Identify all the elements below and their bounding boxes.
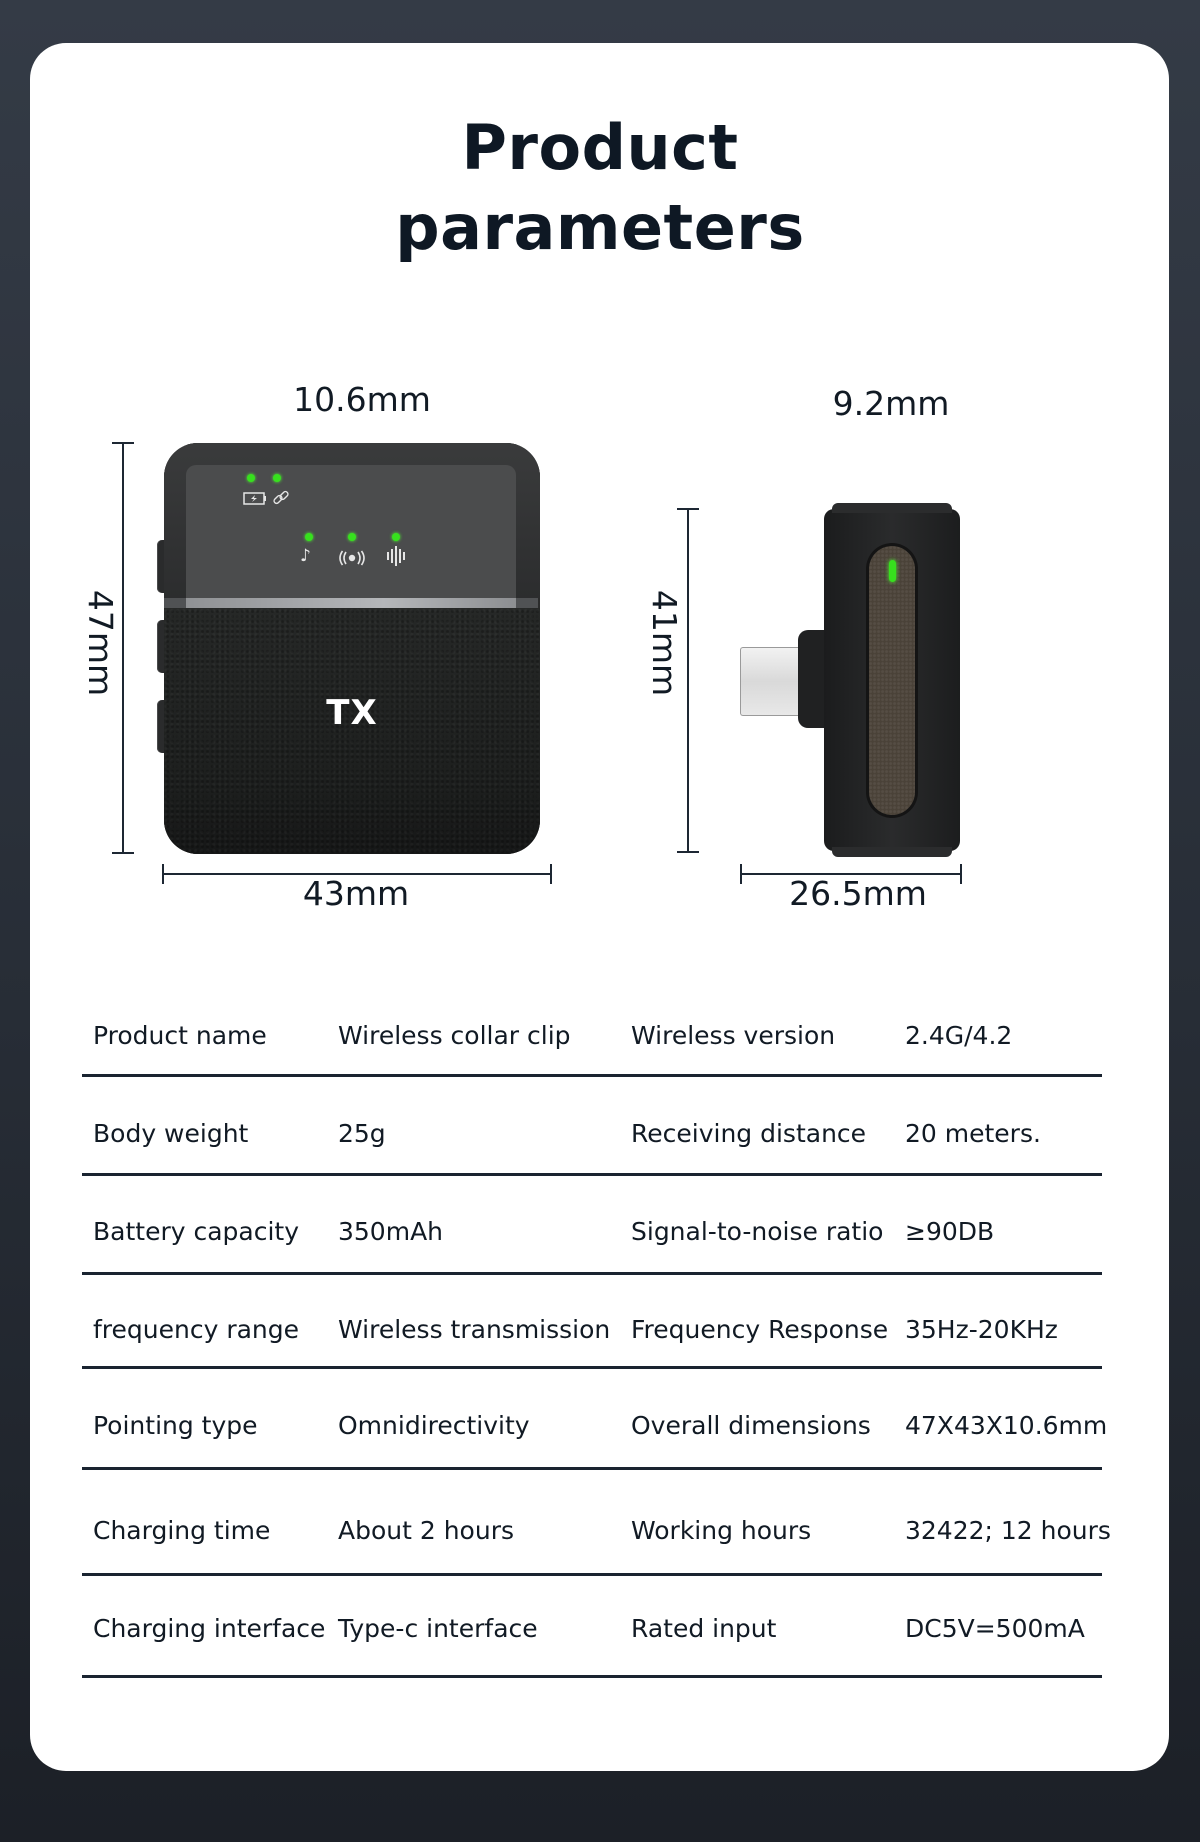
spec-card — [30, 43, 1169, 1771]
tx-side-button-3 — [157, 700, 166, 753]
spec-value: Wireless transmission — [338, 1315, 611, 1344]
row-divider — [82, 1467, 1102, 1470]
rx-width-tick-left — [740, 864, 742, 884]
tx-height-label: 47mm — [81, 589, 120, 697]
rx-height-tick-bottom — [677, 851, 699, 853]
rx-bottom-cap — [832, 847, 952, 857]
spec-label: Rated input — [631, 1614, 777, 1643]
spec-label: Wireless version — [631, 1021, 836, 1050]
spec-value: 47X43X10.6mm — [905, 1411, 1108, 1440]
tx-side-button-1 — [157, 540, 166, 593]
spec-value: Omnidirectivity — [338, 1411, 530, 1440]
tx-depth-label: 10.6mm — [293, 380, 431, 419]
tx-height-tick-bottom — [112, 852, 134, 854]
row-divider — [82, 1366, 1102, 1369]
rx-width-label: 26.5mm — [789, 874, 927, 913]
spec-label: Signal-to-noise ratio — [631, 1217, 884, 1246]
row-divider — [82, 1173, 1102, 1176]
spec-value: About 2 hours — [338, 1516, 515, 1545]
tx-led-link — [273, 474, 281, 482]
tx-width-tick-right — [550, 864, 552, 884]
rx-height-tick-top — [677, 508, 699, 510]
spec-value: 25g — [338, 1119, 386, 1148]
spec-label: Body weight — [93, 1119, 249, 1148]
tx-label: TX — [326, 693, 378, 733]
spec-label: Overall dimensions — [631, 1411, 871, 1440]
spec-label: Frequency Response — [631, 1315, 889, 1344]
spec-label: Receiving distance — [631, 1119, 867, 1148]
row-divider — [82, 1074, 1102, 1077]
audio-wave-icon — [387, 546, 405, 566]
spec-label: Charging interface — [93, 1614, 326, 1643]
spec-value: Wireless collar clip — [338, 1021, 571, 1050]
rx-width-dimension-line — [740, 873, 962, 875]
broadcast-icon — [339, 550, 365, 566]
tx-width-label: 43mm — [302, 874, 410, 913]
tx-width-dimension-line — [163, 873, 552, 875]
tx-stripe-left — [164, 598, 186, 608]
rx-height-label: 41mm — [645, 589, 684, 697]
spec-label: Charging time — [93, 1516, 271, 1545]
row-divider — [82, 1573, 1102, 1576]
page-title-line-1: Product — [461, 111, 739, 184]
rx-leather-strip — [869, 546, 915, 815]
tx-led-broadcast — [348, 533, 356, 541]
tx-indicator-panel — [186, 465, 516, 598]
usb-c-connector — [740, 647, 801, 716]
spec-label: Working hours — [631, 1516, 812, 1545]
rx-height-dimension-line — [687, 509, 689, 853]
spec-value: Type-c interface — [338, 1614, 538, 1643]
row-divider — [82, 1675, 1102, 1678]
spec-value: DC5V=500mA — [905, 1614, 1085, 1643]
rx-status-led — [889, 560, 896, 582]
tx-transmitter-device: TX — [164, 443, 540, 854]
tx-side-button-2 — [157, 620, 166, 673]
spec-value: 35Hz-20KHz — [905, 1315, 1058, 1344]
rx-depth-label: 9.2mm — [832, 384, 950, 423]
tx-led-battery — [247, 474, 255, 482]
tx-led-music — [305, 533, 313, 541]
row-divider — [82, 1272, 1102, 1275]
tx-height-tick-top — [112, 442, 134, 444]
tx-metal-stripe — [186, 598, 516, 608]
spec-label: Pointing type — [93, 1411, 258, 1440]
spec-label: Product name — [93, 1021, 267, 1050]
tx-width-tick-left — [162, 864, 164, 884]
spec-value: 32422; 12 hours — [905, 1516, 1111, 1545]
spec-label: frequency range — [93, 1315, 300, 1344]
tx-led-audio — [392, 533, 400, 541]
spec-label: Battery capacity — [93, 1217, 300, 1246]
spec-value: 2.4G/4.2 — [905, 1021, 1013, 1050]
tx-height-dimension-line — [122, 443, 124, 854]
spec-value: 350mAh — [338, 1217, 444, 1246]
tx-stripe-right — [516, 598, 538, 608]
link-icon — [273, 490, 289, 505]
music-note-icon: ♪ — [300, 546, 311, 566]
rx-width-tick-right — [960, 864, 962, 884]
spec-value: ≥90DB — [905, 1217, 995, 1246]
battery-charging-icon — [243, 492, 266, 505]
page-title-line-2: parameters — [395, 191, 805, 264]
spec-value: 20 meters. — [905, 1119, 1041, 1148]
rx-top-cap — [832, 503, 952, 513]
tx-leather-cover — [164, 608, 540, 854]
